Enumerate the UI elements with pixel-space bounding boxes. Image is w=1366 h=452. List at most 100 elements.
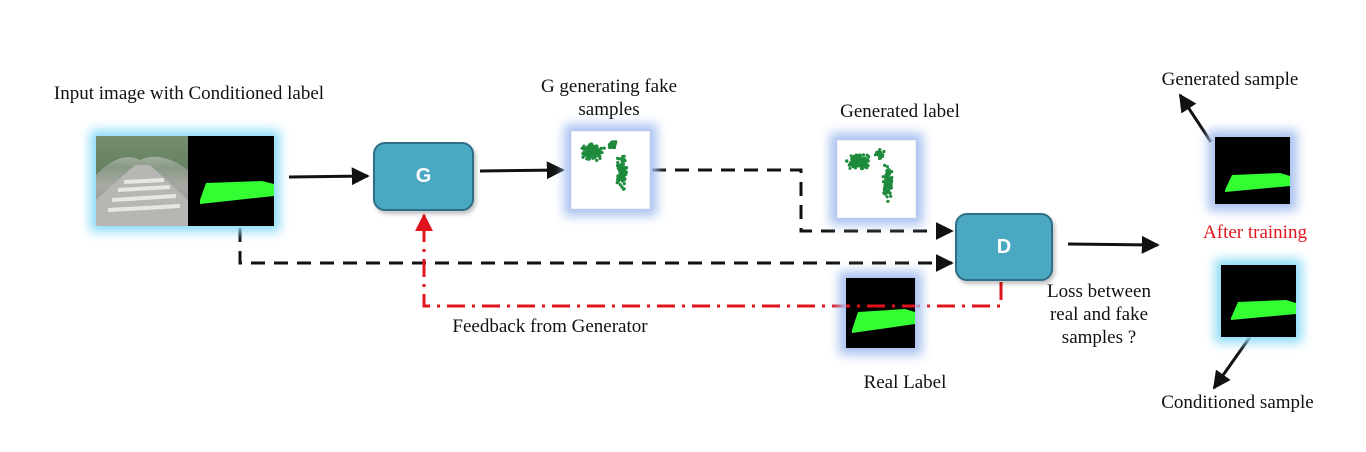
generator-node: G: [373, 142, 474, 211]
scatter-point: [623, 159, 627, 163]
input-image-glow: [96, 136, 274, 226]
label-after-training: After training: [1203, 222, 1307, 243]
arrow-to-conditioned-sample: [1212, 336, 1252, 390]
scatter-point: [621, 174, 625, 178]
scatter-point: [593, 148, 597, 152]
label-loss: Loss between real and fake samples ?: [1047, 281, 1151, 348]
scatter-point: [611, 145, 615, 149]
scatter-point: [621, 162, 626, 166]
scatter-point: [591, 145, 595, 149]
scatter-point: [583, 153, 587, 157]
fake-samples-glow: [571, 131, 650, 209]
scatter-point: [866, 158, 870, 162]
scatter-point: [886, 199, 890, 203]
scatter-point: [600, 151, 604, 155]
conditioned-sample-green: [1231, 300, 1296, 320]
generated-sample-glow: [1215, 137, 1290, 204]
generated-label-image: [836, 139, 917, 219]
scatter-point: [587, 155, 591, 159]
arrow-input-to-g: [288, 167, 370, 186]
scatter-point: [582, 146, 586, 150]
scatter-point: [585, 147, 589, 151]
scatter-point: [879, 151, 883, 155]
scatter-point: [852, 164, 856, 168]
scatter-point: [609, 142, 613, 146]
scatter-point: [888, 191, 892, 195]
scatter-point: [885, 177, 889, 181]
scatter-point: [889, 194, 893, 198]
label-input-image: Input image with Conditioned label: [53, 83, 325, 104]
scatter-point: [619, 164, 624, 168]
scatter-point: [885, 165, 890, 169]
label-generated-sample: Generated sample: [1161, 69, 1299, 90]
scatter-point: [588, 143, 592, 147]
scatter-point: [598, 154, 602, 158]
scatter-point: [593, 151, 597, 155]
scatter-point: [581, 155, 585, 159]
dashed-input-to-d: [238, 228, 954, 272]
scatter-point: [889, 183, 893, 187]
scatter-point: [890, 179, 894, 183]
generated-sample-mask: [1215, 137, 1290, 204]
scatter-point: [590, 143, 594, 147]
scatter-point: [597, 152, 601, 156]
generated-label-glow: [837, 140, 916, 218]
road-stripes: [107, 178, 181, 212]
scatter-point: [856, 153, 861, 157]
scatter-point: [602, 146, 606, 150]
feedback-path: [415, 213, 1003, 308]
scatter-point: [884, 173, 889, 177]
scatter-point: [886, 180, 890, 185]
scatter-point: [622, 182, 626, 186]
scatter-point: [623, 177, 627, 181]
scatter-point: [588, 146, 592, 150]
scatter-point: [591, 156, 595, 160]
scatter-point: [886, 189, 891, 193]
real-label-green: [852, 309, 915, 333]
scatter-point: [873, 153, 878, 157]
scatter-point: [883, 163, 887, 167]
scatter-point: [885, 195, 889, 199]
conditioned-sample-glow: [1221, 265, 1296, 337]
real-label-image: [846, 278, 915, 348]
scatter-point: [607, 145, 612, 149]
scatter-point: [883, 188, 888, 192]
fake-samples-scatter: [580, 140, 629, 191]
scatter-point: [861, 153, 866, 157]
discriminator-node: D: [955, 213, 1053, 281]
scatter-point: [585, 149, 589, 153]
scatter-point: [867, 155, 871, 159]
scatter-point: [611, 140, 615, 144]
scatter-point: [616, 178, 620, 182]
scatter-point: [862, 156, 866, 160]
scatter-point: [616, 161, 620, 165]
scatter-point: [620, 159, 624, 163]
scatter-point: [853, 156, 857, 160]
generated-label-scatter: [845, 148, 894, 203]
arrow-d-to-output: [1067, 235, 1160, 254]
scatter-point: [890, 175, 894, 180]
scatter-point: [620, 185, 624, 189]
arrow-to-generated-sample: [1178, 93, 1213, 143]
scatter-point: [619, 176, 623, 180]
scatter-point: [848, 166, 852, 170]
scatter-point: [599, 146, 603, 150]
scatter-point: [876, 153, 881, 157]
scatter-point: [595, 158, 599, 162]
real-label-glow: [846, 278, 915, 348]
scatter-point: [853, 160, 857, 164]
scatter-point: [859, 157, 863, 161]
road-trees: [96, 136, 188, 175]
scatter-point: [861, 166, 865, 170]
dashed-fake-to-d: [652, 168, 954, 240]
scatter-point: [621, 171, 625, 175]
arrow-g-to-fake: [479, 161, 565, 180]
label-feedback: Feedback from Generator: [452, 316, 648, 337]
generated-sample-green: [1225, 173, 1290, 192]
label-generated-label: Generated label: [840, 101, 960, 122]
scatter-point: [886, 185, 890, 189]
scatter-point: [617, 157, 621, 161]
scatter-point: [849, 154, 853, 158]
label-g-generating: G generating fake samples: [540, 76, 678, 120]
